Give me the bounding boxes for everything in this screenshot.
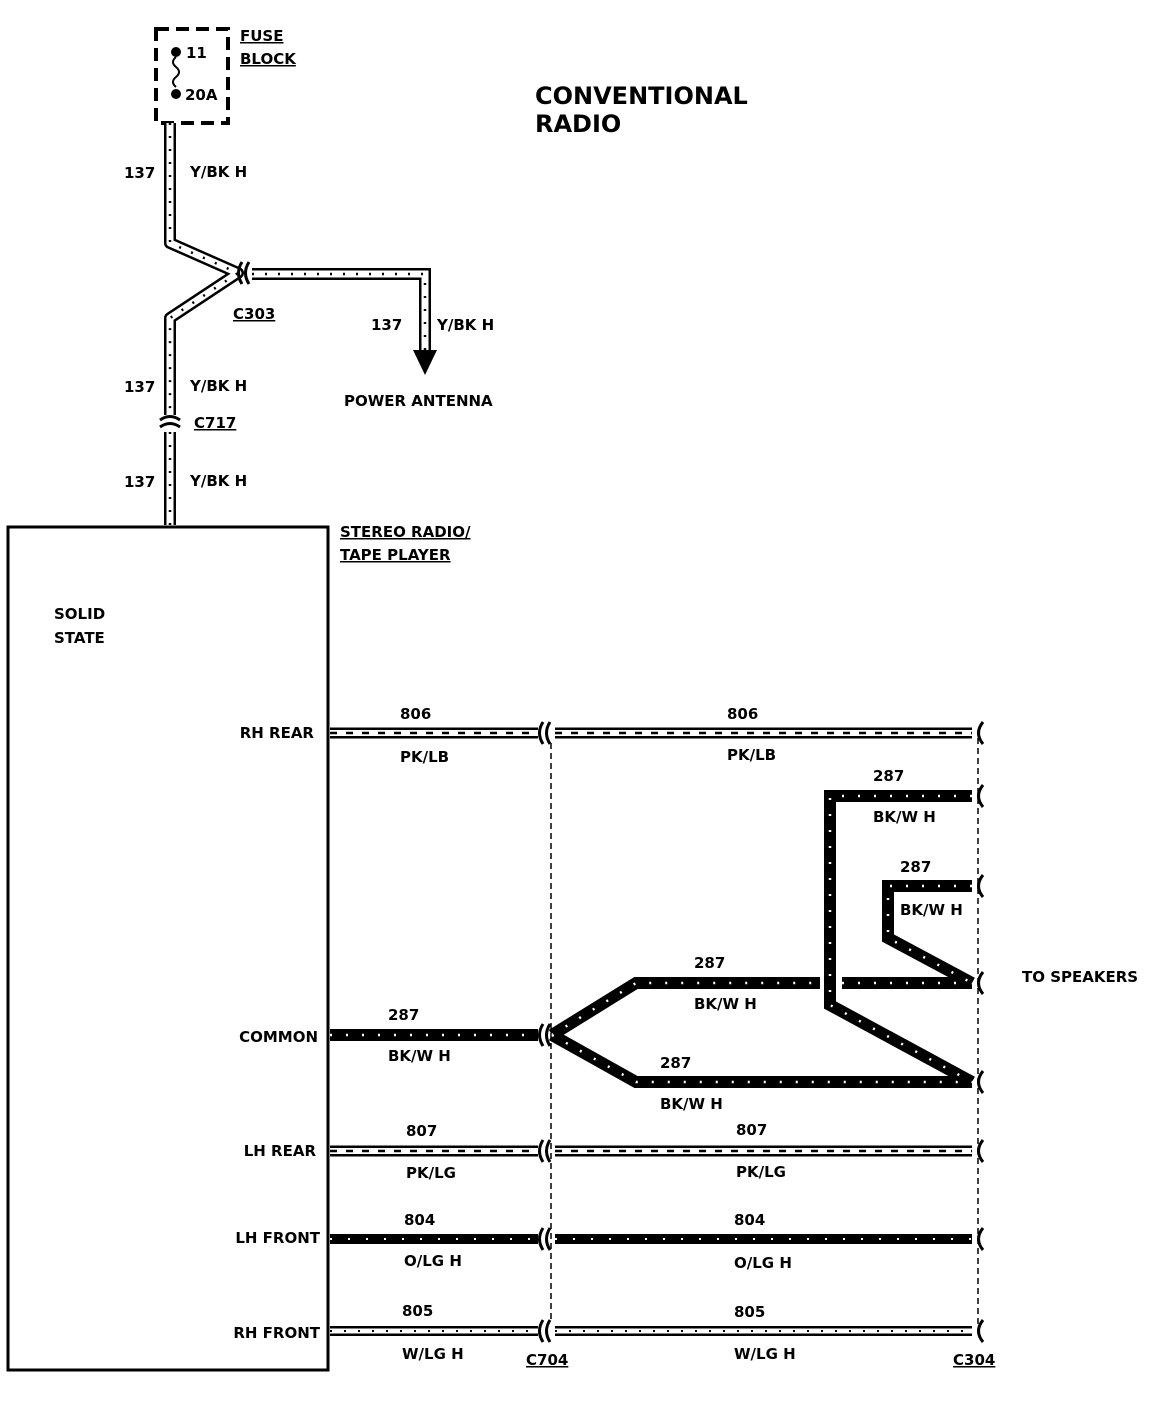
connector-c704 — [538, 721, 552, 1343]
wire-137-color-label-2: Y/BK H — [189, 377, 247, 395]
stereo-radio-box — [6, 525, 330, 1372]
wire-804-color-left: O/LG H — [404, 1252, 462, 1270]
fuse-block-label-line1: FUSE — [240, 27, 283, 45]
wire-137-color-label-3: Y/BK H — [189, 472, 247, 490]
wire-805-color-right: W/LG H — [734, 1345, 796, 1363]
terminal-rh-front: RH FRONT — [233, 1324, 320, 1342]
wire-287-common-lower — [549, 1029, 972, 1088]
wire-807-circuit-left: 807 — [406, 1122, 437, 1140]
wire-806-color-left: PK/LB — [400, 748, 449, 766]
antenna-circuit-label: 137 — [371, 316, 402, 334]
wire-287-circuit-branch-b: 287 — [900, 858, 931, 876]
fuse-block-label-line2: BLOCK — [240, 50, 297, 68]
wire-804-color-right: O/LG H — [734, 1254, 792, 1272]
wire-137-circuit-label-3: 137 — [124, 473, 155, 491]
wire-137-power-feed — [164, 123, 244, 525]
connector-c704-label: C704 — [526, 1351, 568, 1369]
fuse-number: 11 — [186, 44, 207, 62]
wire-287-circuit-lower: 287 — [660, 1054, 691, 1072]
wire-806-circuit-left: 806 — [400, 705, 431, 723]
wire-137-color-label-1: Y/BK H — [189, 163, 247, 181]
terminal-rh-rear: RH REAR — [240, 724, 315, 742]
fuse-terminal-bottom — [171, 89, 181, 99]
wire-287-color-upper: BK/W H — [694, 995, 757, 1013]
power-antenna-label: POWER ANTENNA — [344, 392, 493, 410]
radio-label-line1: STEREO RADIO/ — [340, 523, 471, 541]
wire-804-circuit-left: 804 — [404, 1211, 435, 1229]
radio-label-line2: TAPE PLAYER — [340, 546, 451, 564]
diagram-title-line2: RADIO — [535, 110, 621, 138]
wire-806-color-right: PK/LB — [727, 746, 776, 764]
terminal-lh-front: LH FRONT — [235, 1229, 320, 1247]
wire-807-color-left: PK/LG — [406, 1164, 456, 1182]
wire-807-circuit-right: 807 — [736, 1121, 767, 1139]
wire-287-circuit-branch-a: 287 — [873, 767, 904, 785]
wire-287-branch-a — [824, 790, 975, 1088]
wire-287-color-lower: BK/W H — [660, 1095, 723, 1113]
to-speakers-label: TO SPEAKERS — [1022, 968, 1138, 986]
wire-806-circuit-right: 806 — [727, 705, 758, 723]
wire-287-circuit-upper: 287 — [694, 954, 725, 972]
connector-c304-label: C304 — [953, 1351, 995, 1369]
fuse-rating: 20A — [185, 86, 218, 104]
wire-287-color-common: BK/W H — [388, 1047, 451, 1065]
connector-c303 — [237, 261, 251, 285]
wire-805-circuit-right: 805 — [734, 1303, 765, 1321]
connector-c304 — [977, 721, 985, 1343]
diagram-title-line1: CONVENTIONAL — [535, 82, 748, 110]
wire-137-circuit-label-2: 137 — [124, 378, 155, 396]
connector-c303-label: C303 — [233, 305, 275, 323]
terminal-common: COMMON — [239, 1028, 318, 1046]
wire-287-color-branch-a: BK/W H — [873, 808, 936, 826]
connector-c717 — [159, 415, 181, 429]
wire-805-color-left: W/LG H — [402, 1345, 464, 1363]
wire-287-common-upper — [548, 977, 972, 1041]
fuse-block: 11 20A FUSE BLOCK — [154, 27, 297, 125]
wire-804-circuit-right: 804 — [734, 1211, 765, 1229]
wire-287-circuit-common: 287 — [388, 1006, 419, 1024]
antenna-color-label: Y/BK H — [436, 316, 494, 334]
fuse-terminal-top — [171, 47, 181, 57]
wire-805-circuit-left: 805 — [402, 1302, 433, 1320]
wire-137-circuit-label-1: 137 — [124, 164, 155, 182]
radio-type-line1: SOLID — [54, 605, 105, 623]
connector-c717-label: C717 — [194, 414, 236, 432]
arrow-down-icon — [413, 350, 437, 375]
fuse-element-icon — [172, 56, 180, 88]
wire-287-color-branch-b: BK/W H — [900, 901, 963, 919]
terminal-lh-rear: LH REAR — [244, 1142, 317, 1160]
wire-137-power-antenna — [252, 268, 437, 375]
wire-287-branch-b — [882, 880, 975, 989]
wire-807-color-right: PK/LG — [736, 1163, 786, 1181]
radio-type-line2: STATE — [54, 629, 105, 647]
